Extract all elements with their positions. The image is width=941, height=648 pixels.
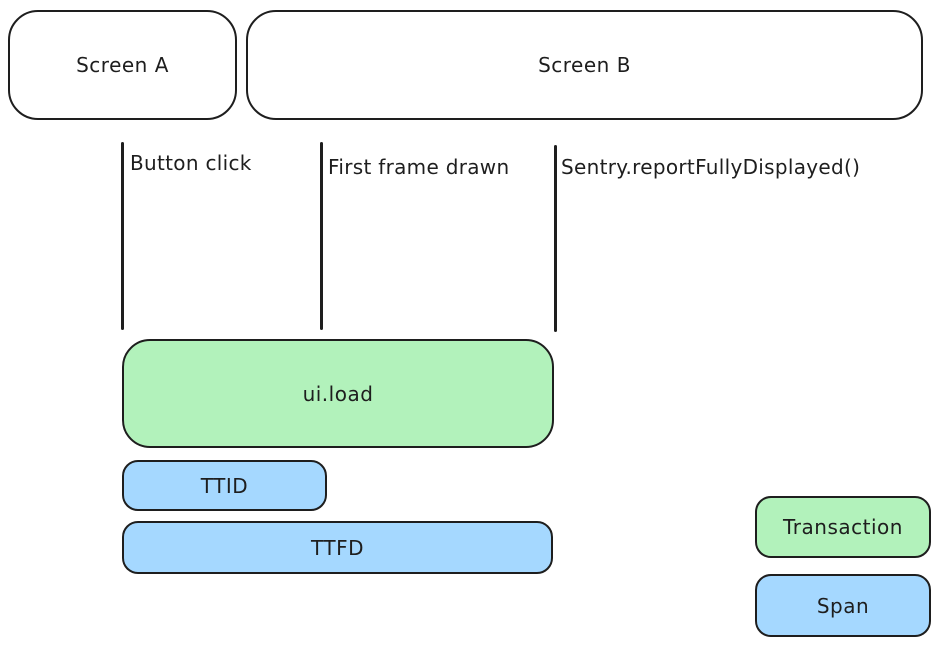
screen-b-label: Screen B [538,53,631,77]
screen-a-label: Screen A [76,53,169,77]
ui-load-label: ui.load [302,381,374,406]
event-label-button-click: Button click [130,151,252,175]
legend-transaction-label: Transaction [783,515,903,539]
event-line-first-frame-drawn [320,142,323,330]
event-line-button-click [121,142,124,330]
screen-b-box: Screen B [246,10,923,120]
legend-span: Span [755,574,931,637]
ttid-span-bar: TTID [122,460,327,511]
event-label-first-frame-drawn: First frame drawn [328,155,510,179]
ui-load-transaction-bar: ui.load [122,339,554,448]
ttfd-span-bar: TTFD [122,521,553,574]
event-label-report-fully-displayed: Sentry.reportFullyDisplayed() [561,155,861,179]
event-line-report-fully-displayed [554,145,557,332]
ttid-label: TTID [200,473,249,498]
screen-a-box: Screen A [8,10,237,120]
legend-span-label: Span [816,593,870,618]
ttfd-label: TTFD [311,535,364,560]
legend-transaction: Transaction [755,496,931,558]
